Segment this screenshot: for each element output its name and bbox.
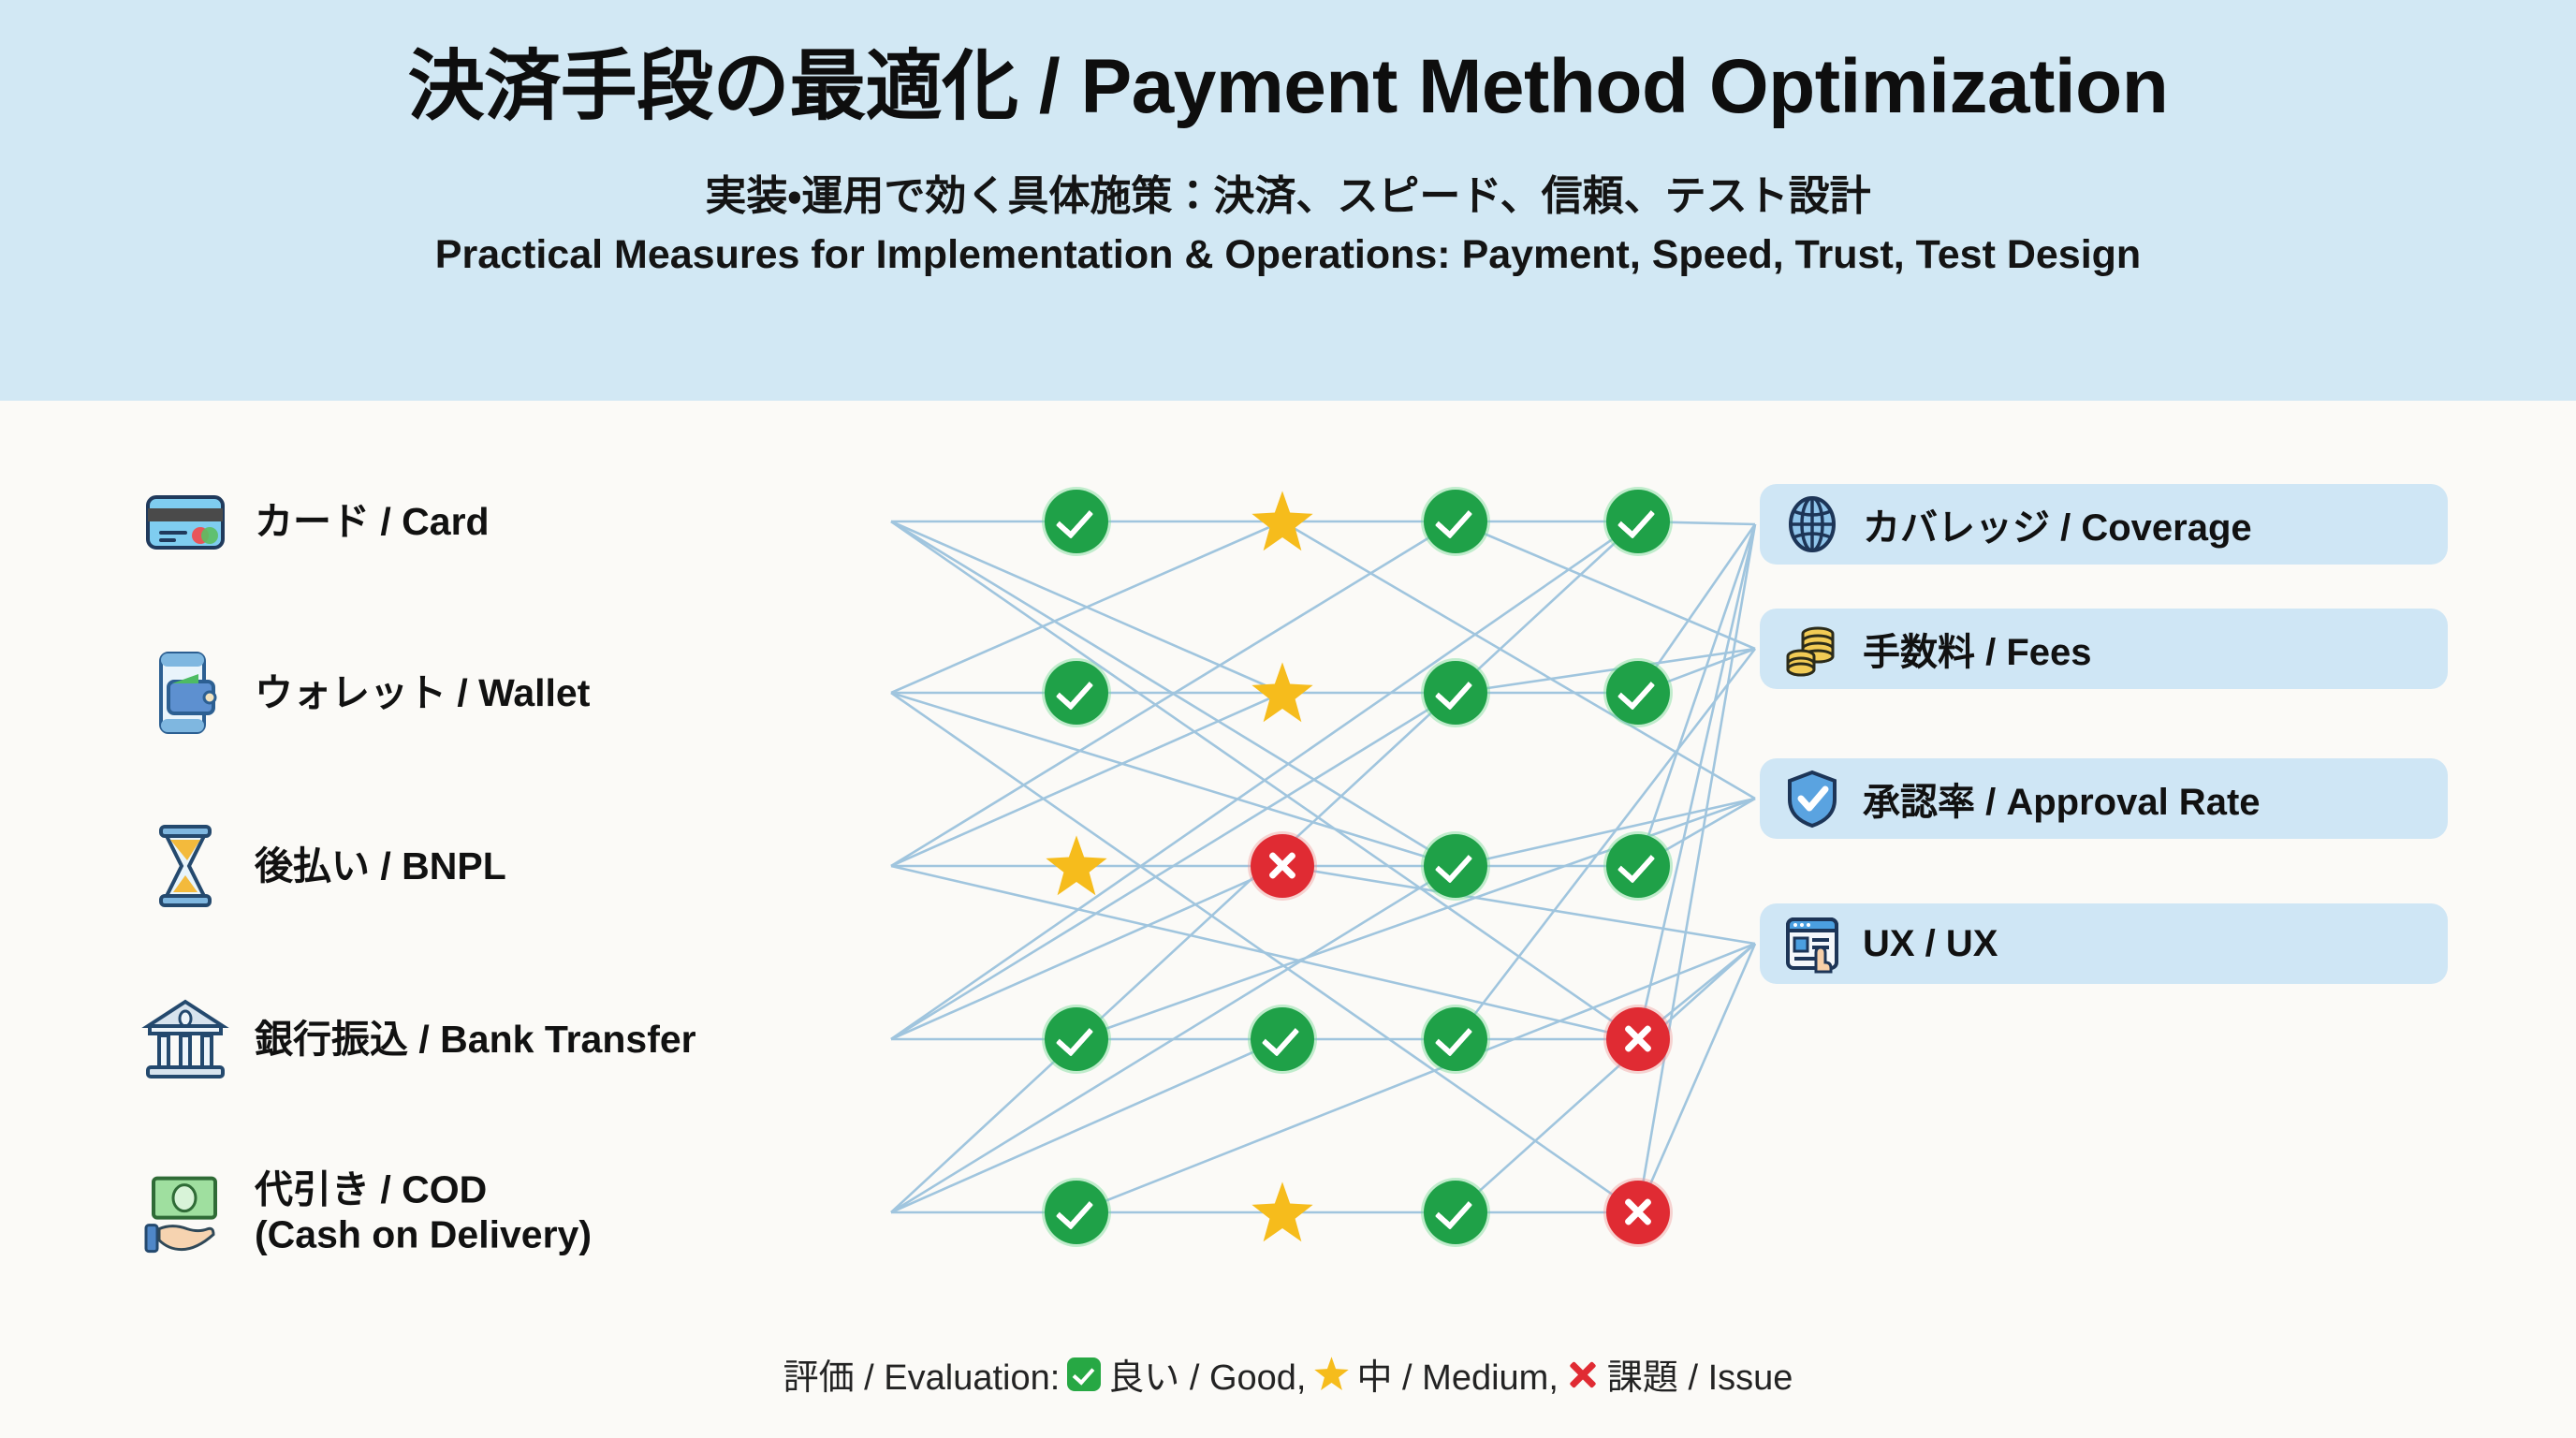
payment-method-row-cod[interactable]: 代引き / COD (Cash on Delivery): [140, 1167, 592, 1258]
payment-method-label: 後払い / BNPL: [255, 844, 506, 888]
evaluation-node-good[interactable]: [1606, 834, 1670, 898]
page-title: 決済手段の最適化 / Payment Method Optimization: [407, 44, 2169, 129]
browser-click-icon: [1782, 914, 1842, 974]
evaluation-node-medium[interactable]: [1251, 1181, 1313, 1242]
star-icon: [1314, 1357, 1349, 1390]
criteria-label: 手数料 / Fees: [1863, 632, 2092, 673]
evaluation-node-good[interactable]: [1424, 661, 1487, 725]
globe-icon: [1782, 494, 1842, 554]
hourglass-icon: [140, 821, 230, 911]
evaluation-node-good[interactable]: [1424, 1181, 1487, 1244]
legend-prefix: 評価 / Evaluation:: [783, 1358, 1061, 1398]
evaluation-node-issue[interactable]: [1606, 1181, 1670, 1244]
evaluation-node-issue[interactable]: [1606, 1007, 1670, 1071]
page-subtitle-japanese: 実装・運用で効く具体施策：決済、スピード、信頼、テスト設計: [705, 173, 1871, 220]
check-icon: [1067, 1357, 1102, 1391]
bank-icon: [140, 994, 230, 1084]
cash-in-hand-icon: [140, 1167, 230, 1257]
evaluation-node-issue[interactable]: [1251, 834, 1314, 898]
payment-method-row-card[interactable]: カード / Card: [140, 477, 490, 566]
evaluation-node-good[interactable]: [1424, 834, 1487, 898]
legend-issue-label: 課題 / Issue: [1606, 1358, 1793, 1398]
criteria-card-approval-rate[interactable]: 承認率 / Approval Rate: [1760, 758, 2448, 839]
evaluation-node-good[interactable]: [1045, 661, 1108, 725]
mobile-wallet-icon: [140, 648, 230, 738]
evaluation-node-good[interactable]: [1606, 661, 1670, 725]
criteria-card-fees[interactable]: 手数料 / Fees: [1760, 609, 2448, 689]
shield-check-icon: [1782, 769, 1842, 829]
criteria-label: UX / UX: [1863, 922, 1998, 964]
legend: 評価 / Evaluation: 良い / Good, 中 / Medium, …: [0, 1348, 2576, 1400]
diagram-stage: カード / Card ウォレット / Wallet: [0, 401, 2576, 1438]
page-header: 決済手段の最適化 / Payment Method Optimization 実…: [0, 0, 2576, 401]
payment-method-label: カード / Card: [255, 499, 490, 543]
evaluation-node-good[interactable]: [1424, 1007, 1487, 1071]
evaluation-node-medium[interactable]: [1251, 662, 1313, 723]
page-subtitle-english: Practical Measures for Implementation & …: [434, 231, 2142, 277]
payment-method-label: ウォレット / Wallet: [255, 670, 591, 714]
evaluation-node-good[interactable]: [1045, 490, 1108, 553]
criteria-card-ux[interactable]: UX / UX: [1760, 903, 2448, 984]
evaluation-node-good[interactable]: [1606, 490, 1670, 553]
legend-good-label: 良い / Good,: [1108, 1358, 1307, 1398]
evaluation-node-medium[interactable]: [1251, 491, 1313, 551]
payment-method-label: 銀行振込 / Bank Transfer: [255, 1017, 696, 1061]
payment-method-label: 代引き / COD (Cash on Delivery): [255, 1167, 592, 1256]
criteria-label: カバレッジ / Coverage: [1863, 507, 2252, 549]
payment-method-row-bank-transfer[interactable]: 銀行振込 / Bank Transfer: [140, 994, 696, 1084]
legend-medium-label: 中 / Medium,: [1356, 1358, 1559, 1398]
evaluation-node-good[interactable]: [1251, 1007, 1314, 1071]
cross-icon: [1566, 1357, 1600, 1391]
evaluation-node-good[interactable]: [1424, 490, 1487, 553]
evaluation-node-good[interactable]: [1045, 1181, 1108, 1244]
criteria-label: 承認率 / Approval Rate: [1863, 782, 2261, 823]
coins-icon: [1782, 619, 1842, 679]
evaluation-node-medium[interactable]: [1046, 835, 1107, 896]
payment-method-row-bnpl[interactable]: 後払い / BNPL: [140, 821, 506, 911]
criteria-card-coverage[interactable]: カバレッジ / Coverage: [1760, 484, 2448, 565]
payment-method-row-wallet[interactable]: ウォレット / Wallet: [140, 648, 590, 738]
evaluation-node-good[interactable]: [1045, 1007, 1108, 1071]
credit-card-icon: [140, 477, 230, 566]
